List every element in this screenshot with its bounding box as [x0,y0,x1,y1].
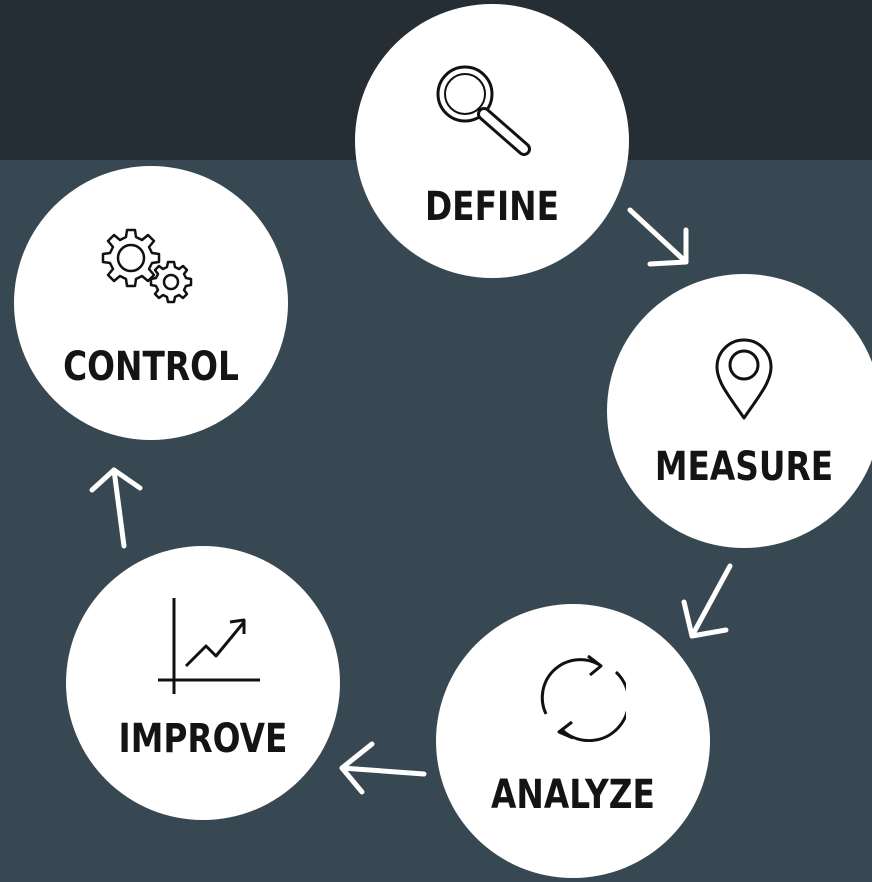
step-label: CONTROL [63,344,239,390]
step-label: DEFINE [424,184,560,230]
location-pin-icon [715,338,773,420]
arrow-measure-to-analyze [681,563,733,639]
arrow-improve-to-control [89,467,143,549]
refresh-cycle-icon [540,654,626,742]
arrow-analyze-to-improve [339,741,427,795]
arrow-define-to-measure [627,207,689,267]
step-label: ANALYZE [491,772,655,818]
step-improve: IMPROVE [66,546,340,820]
step-label: MEASURE [654,444,834,490]
step-measure: MEASURE [607,274,872,548]
magnifier-icon [436,65,531,156]
step-define: DEFINE [355,4,629,278]
gears-icon [101,228,193,304]
step-analyze: ANALYZE [436,604,710,878]
step-control: CONTROL [14,166,288,440]
growth-chart-icon [158,598,260,694]
step-label: IMPROVE [118,716,288,762]
